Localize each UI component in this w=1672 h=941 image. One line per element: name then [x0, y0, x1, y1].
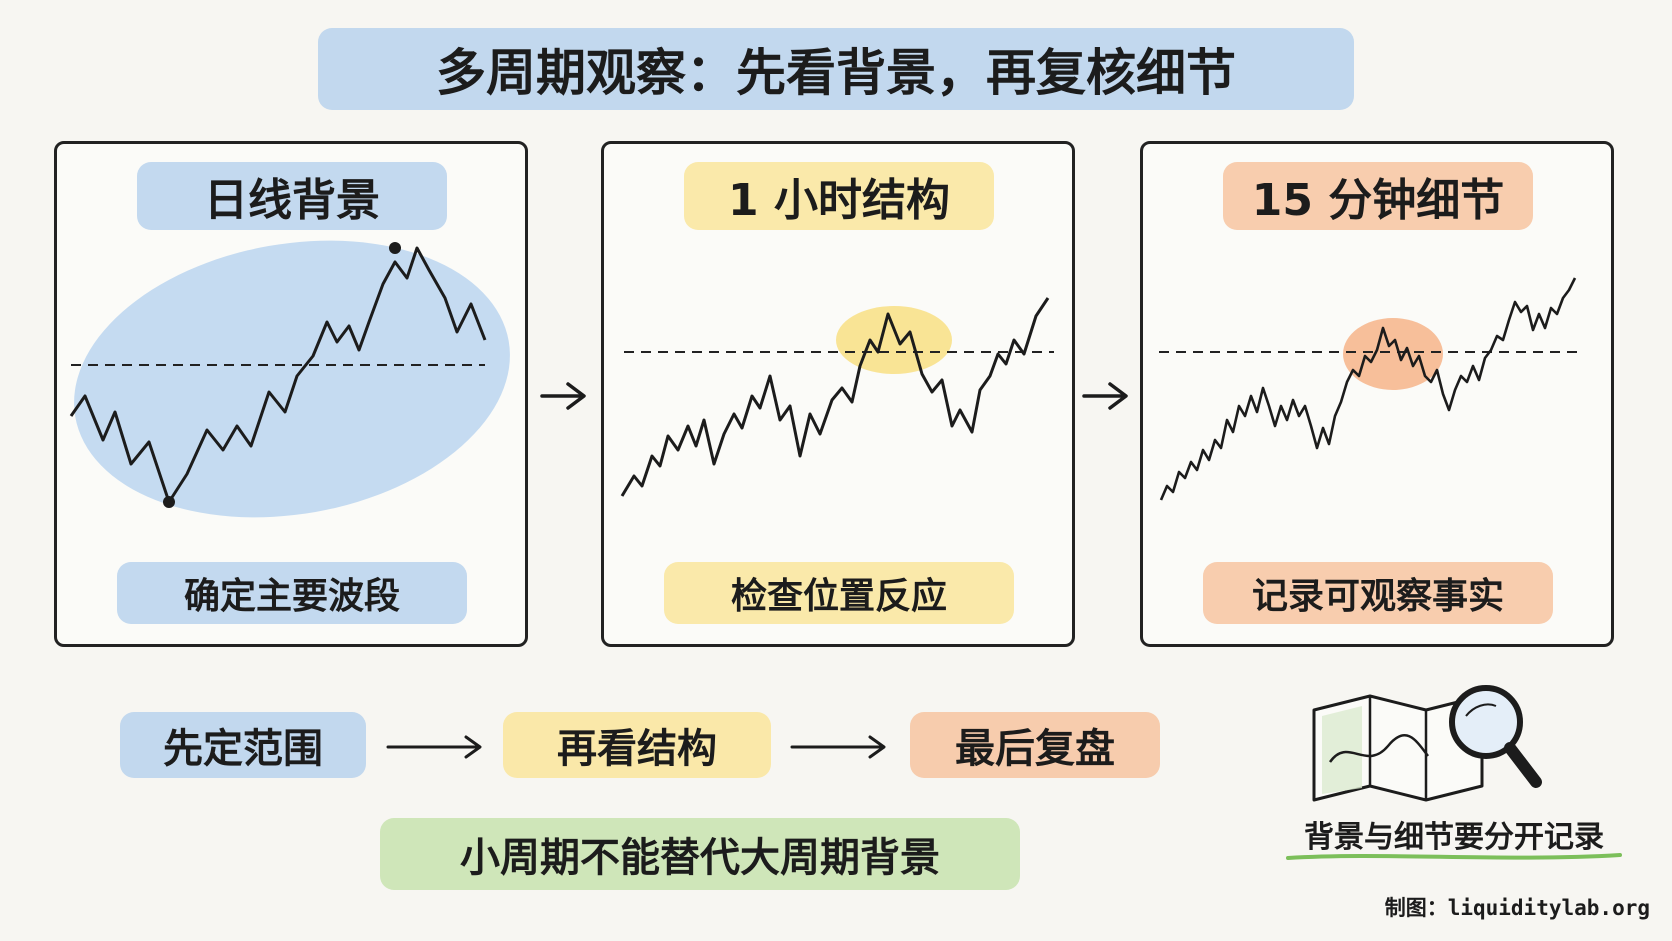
panel-1h-structure: 1 小时结构 检查位置反应: [601, 141, 1075, 647]
panel-caption-15m: 记录可观察事实: [1203, 562, 1553, 624]
reaction-zone-highlight: [1343, 318, 1443, 390]
long-arrow-icon: [790, 732, 890, 766]
reaction-zone-highlight: [836, 306, 952, 374]
credit-text: 制图：liquiditylab.org: [1384, 896, 1650, 920]
daily-price-chart: [69, 240, 510, 518]
panel-caption-hourly: 检查位置反应: [664, 562, 1014, 624]
note-underline: [1286, 853, 1622, 860]
15m-price-line: [1159, 277, 1577, 501]
long-arrow-icon: [386, 732, 486, 766]
right-arrow-icon: [538, 376, 590, 420]
panel-title-15m: 15 分钟细节: [1223, 162, 1533, 230]
hourly-price-line: [620, 297, 1050, 497]
map-magnifier-icon: [1308, 676, 1558, 810]
panel-daily-background: 日线背景 确定主要波段: [54, 141, 528, 647]
flow-step-review: 最后复盘: [910, 712, 1160, 778]
panel-caption-daily: 确定主要波段: [117, 562, 467, 624]
note-text: 背景与细节要分开记录: [1304, 820, 1604, 855]
panel-title-daily: 日线背景: [137, 162, 447, 230]
15m-price-chart: [1159, 277, 1579, 501]
panel-title-hourly: 1 小时结构: [684, 162, 994, 230]
high-point-marker: [389, 242, 401, 254]
daily-price-line: [69, 246, 487, 504]
right-arrow-icon: [1080, 376, 1132, 420]
main-wave-highlight: [74, 240, 510, 518]
page-title: 多周期观察：先看背景，再复核细节: [318, 28, 1354, 110]
hourly-price-chart: [620, 297, 1054, 497]
flow-step-define-range: 先定范围: [120, 712, 366, 778]
low-point-marker: [163, 496, 175, 508]
principle-banner: 小周期不能替代大周期背景: [380, 818, 1020, 890]
panel-15m-detail: 15 分钟细节 记录可观察事实: [1140, 141, 1614, 647]
flow-step-view-structure: 再看结构: [503, 712, 771, 778]
